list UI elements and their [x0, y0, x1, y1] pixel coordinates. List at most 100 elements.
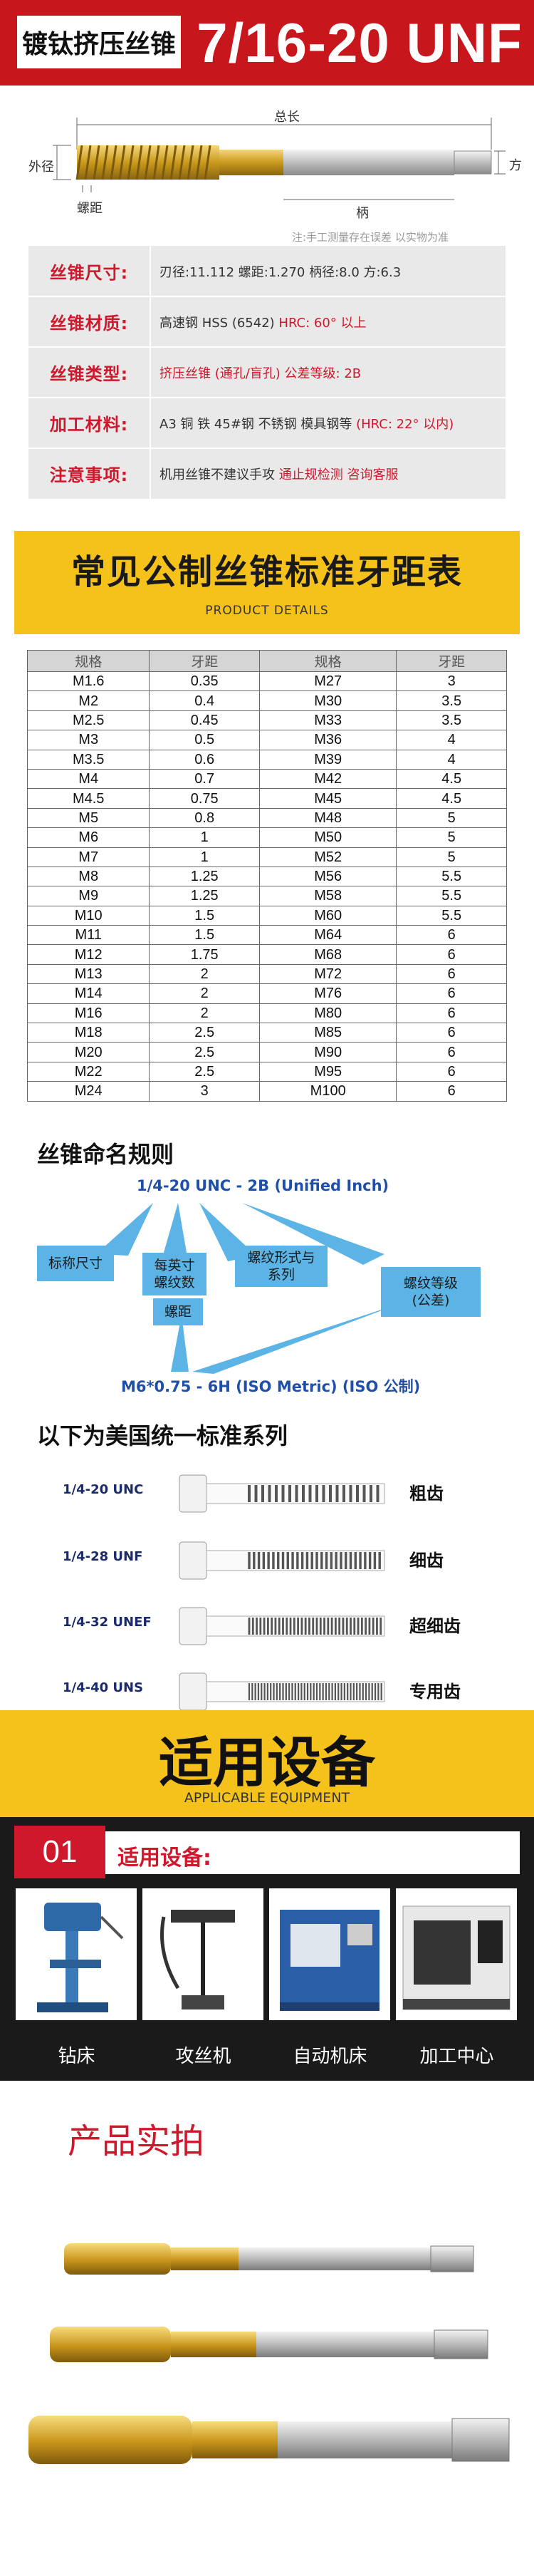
pitch-table-cell: 4	[396, 730, 507, 750]
product-photos	[28, 2243, 510, 2464]
pitch-table-cell: M20	[26, 1042, 150, 1062]
pitch-table-cell: M9	[26, 886, 150, 906]
pitch-table-cell: 6	[396, 1023, 507, 1043]
pitch-table-cell: M95	[258, 1061, 397, 1082]
naming-pointer-lines	[96, 1203, 399, 1374]
equipment-heading: 适用设备:	[117, 1846, 211, 1871]
unc-example: 1/4-20 UNC - 2B (Unified Inch)	[137, 1177, 389, 1194]
pitch-table-cell: M85	[258, 1023, 397, 1043]
pitch-table-cell: M33	[258, 710, 397, 731]
pitch-section-subtitle: PRODUCT DETAILS	[205, 604, 329, 618]
pitch-table-cell: M45	[258, 788, 397, 809]
pitch-table-cell: M50	[258, 827, 397, 848]
pitch-table-cell: 5	[396, 847, 507, 867]
pitch-table-header: 牙距	[396, 650, 507, 672]
pitch-table-cell: M76	[258, 983, 397, 1004]
pitch-table-cell: M4	[26, 768, 150, 790]
pitch-table-cell: M42	[258, 768, 397, 790]
pitch-table-cell: M36	[258, 730, 397, 750]
tap-diagram-drawing	[53, 118, 506, 200]
pitch-table-cell: M56	[258, 866, 397, 887]
pitch-table-cell: M11	[26, 925, 150, 946]
pitch-table-cell: 5.5	[396, 866, 507, 887]
spec-value: A3 铜 铁 45#钢 不锈钢 模具钢等	[159, 416, 357, 432]
pitch-table-cell: M12	[26, 944, 150, 965]
pitch-table-cell: 5	[396, 827, 507, 848]
spec-value: 刃径:11.112 螺距:1.270 柄径:8.0 方:6.3	[159, 264, 402, 280]
pitch-table-cell: 0.35	[149, 671, 260, 692]
nominal-size-bubble: 标称尺寸	[37, 1246, 114, 1281]
thread-series-kind: 细齿	[409, 1551, 444, 1571]
equipment-title: 适用设备	[159, 1731, 375, 1794]
pitch-table-cell: M72	[258, 963, 397, 985]
pitch-table-cell: M10	[26, 905, 150, 926]
spec-value-highlight: 挤压丝锥 (通孔/盲孔) 公差等级: 2B	[159, 366, 362, 381]
spec-row-workpiece: 加工材料: A3 铜 铁 45#钢 不锈钢 模具钢等 (HRC: 22° 以内)	[28, 398, 506, 448]
pitch-table-cell: 1	[149, 847, 260, 867]
pitch-table-cell: M52	[258, 847, 397, 867]
bolt-icon	[179, 1607, 385, 1645]
pitch-table-cell: 0.5	[149, 730, 260, 750]
thread-series-kind: 粗齿	[409, 1484, 444, 1504]
spec-table: 丝锥尺寸: 刃径:11.112 螺距:1.270 柄径:8.0 方:6.3 丝锥…	[28, 246, 506, 499]
automatic-lathe-image	[269, 1888, 390, 2020]
pitch-table-header: 规格	[258, 650, 397, 672]
machining-center-image	[396, 1888, 517, 2020]
thread-series-label: 1/4-28 UNF	[63, 1549, 143, 1564]
pitch-table-cell: 1.25	[149, 866, 260, 887]
pitch-table-cell: 2.5	[149, 1042, 260, 1062]
pitch-table-cell: 0.45	[149, 710, 260, 731]
spec-row-type: 丝锥类型: 挤压丝锥 (通孔/盲孔) 公差等级: 2B	[28, 347, 506, 398]
pitch-table-cell: M3.5	[26, 749, 150, 770]
series-title: 以下为美国统一标准系列	[37, 1422, 288, 1449]
pitch-table-cell: 6	[396, 925, 507, 946]
pitch-table-cell: M2	[26, 690, 150, 711]
product-photo-title: 产品实拍	[68, 2121, 205, 2161]
tap-diagram: 总长 外径 方 螺距 柄 注:手工测量存在误差 以实物为准	[0, 93, 534, 249]
equipment-label: 攻丝机	[175, 2046, 231, 2067]
pitch-table-cell: 6	[396, 944, 507, 965]
pitch-table-cell: 2.5	[149, 1023, 260, 1043]
pitch-table-cell: 6	[396, 963, 507, 985]
product-type-label: 镀钛挤压丝锥	[17, 16, 181, 68]
pitch-label: 螺距	[77, 201, 103, 216]
pitch-table-cell: 1.75	[149, 944, 260, 965]
pitch-table-cell: M80	[258, 1003, 397, 1024]
pitch-table-cell: M22	[26, 1061, 150, 1082]
pitch-table-cell: 0.4	[149, 690, 260, 711]
spec-label: 注意事项:	[49, 465, 129, 485]
pitch-table-cell: 4	[396, 749, 507, 770]
pitch-table-cell: M100	[258, 1081, 397, 1102]
pitch-table-cell: 6	[396, 1042, 507, 1062]
threads-per-inch-bubble: 每英寸 螺纹数	[142, 1253, 206, 1295]
spec-label: 丝锥尺寸:	[49, 263, 129, 283]
bolt-icon	[179, 1672, 385, 1711]
pitch-table-cell: M8	[26, 866, 150, 887]
spec-value: 机用丝锥不建议手攻	[159, 467, 279, 482]
spec-row-size: 丝锥尺寸: 刃径:11.112 螺距:1.270 柄径:8.0 方:6.3	[28, 246, 506, 296]
thread-series-kind: 超细齿	[409, 1616, 461, 1636]
thread-series-label: 1/4-40 UNS	[63, 1680, 144, 1695]
pitch-table-cell: 2	[149, 1003, 260, 1024]
spec-value: 高速钢 HSS (6542)	[159, 315, 279, 331]
pitch-table-cell: 3.5	[396, 710, 507, 731]
pitch-table-cell: 3.5	[396, 690, 507, 711]
pitch-table-cell: 3	[396, 671, 507, 692]
pitch-table-cell: 6	[396, 1003, 507, 1024]
